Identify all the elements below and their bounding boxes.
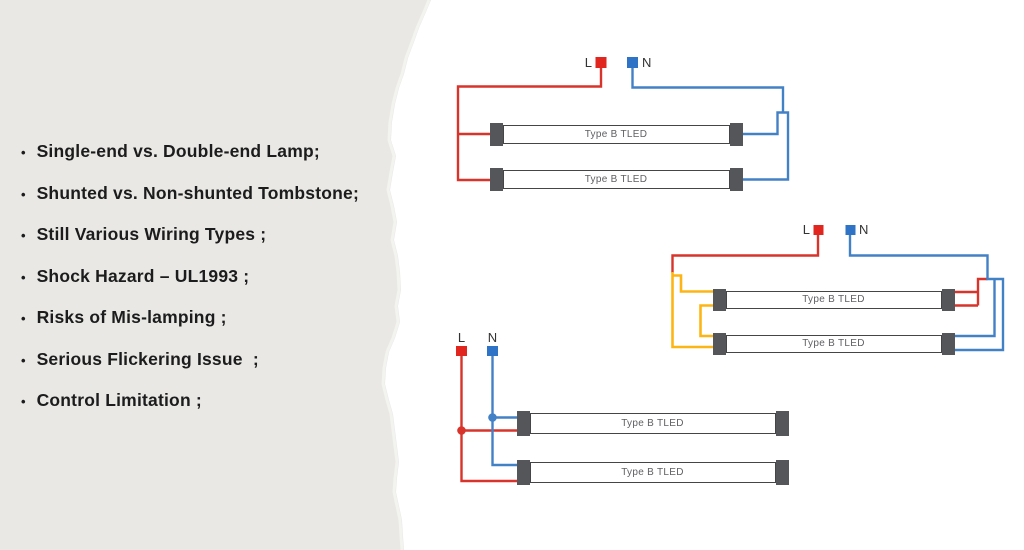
live-wire	[460, 356, 517, 483]
tube-end-cap-right	[775, 410, 789, 436]
live-terminal-label: L	[585, 55, 592, 70]
tube-end-cap-left	[516, 460, 530, 485]
tube-body: Type B TLED	[725, 334, 942, 353]
tube-end-cap-left	[489, 122, 503, 146]
bullet-dot: •	[21, 228, 26, 243]
tube-body: Type B TLED	[502, 124, 730, 144]
bullet-text: Single-end vs. Double-end Lamp;	[36, 141, 320, 161]
top-diagram-tube-1: Type B TLED	[489, 122, 743, 146]
tube-end-cap-right	[941, 288, 955, 311]
middle-diagram-tube-1: Type B TLED	[712, 288, 955, 311]
live-wire	[671, 235, 820, 273]
tube-body: Type B TLED	[529, 412, 776, 434]
live-terminal	[813, 225, 824, 235]
tube-end-cap-left	[489, 168, 503, 191]
live-terminal-label: L	[803, 222, 810, 237]
live-wire	[456, 68, 603, 182]
middle-diagram-wiring: L N	[671, 222, 1005, 352]
jumper-wire	[671, 272, 713, 349]
top-diagram-wiring: L N	[456, 55, 790, 182]
bullet-dot: •	[21, 145, 26, 160]
bottom-diagram-wiring: L N	[456, 330, 517, 483]
tube-end-cap-left	[712, 332, 726, 355]
bullet-dot: •	[21, 311, 26, 326]
neutral-terminal-label: N	[859, 222, 868, 237]
bullet-text: Shunted vs. Non-shunted Tombstone;	[36, 182, 359, 203]
bullet-dot: •	[21, 186, 26, 202]
tube-end-cap-right	[729, 168, 743, 191]
bullet-dot: •	[21, 269, 26, 285]
middle-diagram-tube-2: Type B TLED	[712, 332, 955, 355]
neutral-wire	[848, 235, 1005, 352]
live-wire-right	[955, 277, 988, 307]
neutral-terminal-label: N	[642, 55, 651, 70]
bullet-text: Shock Hazard – UL1993 ;	[36, 265, 250, 286]
top-diagram-tube-2: Type B TLED	[489, 168, 743, 191]
bullet-item: • Shunted vs. Non-shunted Tombstone;	[21, 183, 359, 204]
tube-end-cap-left	[516, 410, 530, 436]
neutral-wire	[631, 68, 790, 181]
tube-end-cap-left	[712, 288, 726, 311]
bullet-item: • Serious Flickering Issue ;	[21, 349, 359, 370]
tube-label: Type B TLED	[802, 294, 865, 306]
live-terminal	[595, 57, 607, 68]
bullet-item: • Control Limitation ;	[21, 390, 359, 411]
bullet-dot: •	[21, 352, 26, 368]
neutral-terminal	[845, 225, 856, 235]
torn-edge-highlight	[381, 0, 431, 550]
bullet-text: Control Limitation ;	[36, 390, 202, 410]
bullet-item: • Single-end vs. Double-end Lamp;	[21, 141, 359, 162]
tube-body: Type B TLED	[725, 290, 942, 309]
neutral-terminal	[487, 346, 498, 356]
bullet-item: • Risks of Mis-lamping ;	[21, 307, 359, 328]
bullet-text: Still Various Wiring Types ;	[36, 224, 267, 244]
neutral-terminal	[627, 57, 638, 68]
tube-label: Type B TLED	[584, 128, 648, 140]
neutral-terminal-label: N	[488, 330, 497, 345]
bullet-item: • Shock Hazard – UL1993 ;	[21, 266, 359, 287]
key-points-list: • Single-end vs. Double-end Lamp; • Shunte…	[21, 141, 359, 432]
live-terminal	[456, 346, 467, 356]
neutral-wire	[491, 356, 517, 467]
live-terminal-label: L	[458, 330, 465, 345]
tube-label: Type B TLED	[802, 338, 865, 350]
bullet-item: • Still Various Wiring Types ;	[21, 224, 359, 245]
tube-end-cap-right	[941, 332, 955, 355]
tube-end-cap-right	[729, 122, 743, 146]
tube-body: Type B TLED	[529, 462, 776, 483]
neutral-junction-dot	[488, 413, 497, 422]
tube-body: Type B TLED	[502, 170, 730, 189]
live-junction-dot	[457, 426, 466, 435]
tube-label: Type B TLED	[621, 467, 684, 478]
bullet-dot: •	[21, 394, 26, 409]
tube-end-cap-right	[775, 460, 789, 485]
torn-paper-shape	[0, 0, 431, 550]
tube-label: Type B TLED	[621, 417, 684, 429]
bullet-text: Serious Flickering Issue ;	[36, 348, 259, 369]
bullet-text: Risks of Mis-lamping ;	[36, 307, 227, 327]
bottom-diagram-tube-1: Type B TLED	[516, 410, 789, 436]
tube-label: Type B TLED	[584, 174, 648, 185]
bottom-diagram-tube-2: Type B TLED	[516, 460, 789, 485]
